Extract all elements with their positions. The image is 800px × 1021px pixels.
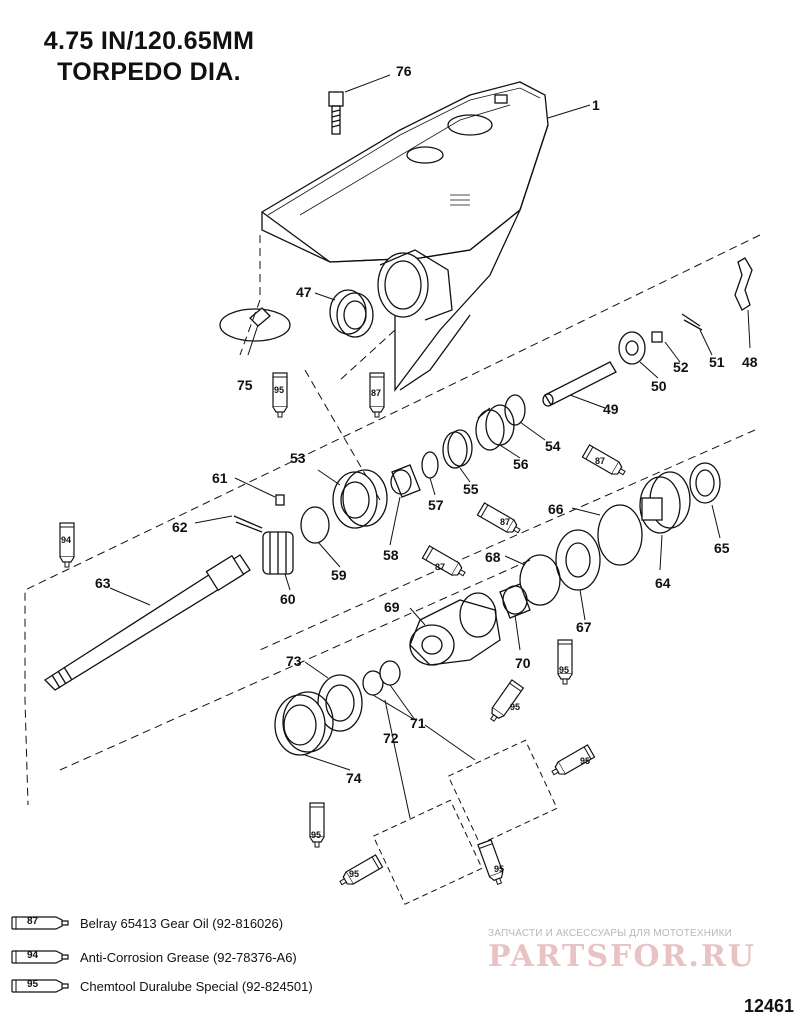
part-label: 75 xyxy=(237,377,253,393)
shim-54 xyxy=(504,394,526,426)
part-label: 51 xyxy=(709,354,725,370)
legend-code: 87 xyxy=(27,916,39,927)
part-label: 61 xyxy=(212,470,228,486)
part-label: 59 xyxy=(331,567,347,583)
seal-47 xyxy=(329,289,374,338)
tube-label: 95 xyxy=(510,702,520,712)
cotter-pin-51 xyxy=(681,313,703,331)
part-label: 73 xyxy=(286,653,302,669)
part-label: 64 xyxy=(655,575,671,591)
pin-52 xyxy=(651,331,663,343)
watermark-brand: PARTSFOR.RU xyxy=(488,939,756,974)
bearing-71 xyxy=(362,660,401,696)
tube-label: 95 xyxy=(274,385,284,395)
bearing-carrier-69 xyxy=(409,592,501,666)
bearing-cup-65 xyxy=(689,462,721,504)
washer-59 xyxy=(300,506,330,544)
tube-label: 95 xyxy=(311,830,321,840)
trim-tab-75 xyxy=(219,307,291,342)
tube-label: 87 xyxy=(371,388,381,398)
tube-icon: 94 xyxy=(10,949,72,965)
watermark: ЗАПЧАСТИ И АКСЕССУАРЫ ДЛЯ МОТОТЕХНИКИ PA… xyxy=(488,928,788,974)
tube-icon: 95 xyxy=(10,978,72,994)
part-label: 58 xyxy=(383,547,399,563)
propeller-shaft-63 xyxy=(43,554,251,691)
tube-label: 87 xyxy=(500,517,510,527)
legend-row-87: 87 Belray 65413 Gear Oil (92-816026) xyxy=(10,913,283,933)
part-label: 66 xyxy=(548,501,564,517)
tube-label: 87 xyxy=(595,456,605,466)
tube-label: 95 xyxy=(559,665,569,675)
tube-label: 95 xyxy=(494,864,504,874)
bearing-67 xyxy=(555,529,601,591)
tab-washer-73 xyxy=(317,674,363,732)
o-ring-68 xyxy=(519,554,561,606)
o-ring-66 xyxy=(597,504,643,566)
gear-housing xyxy=(261,81,549,392)
part-label: 67 xyxy=(576,619,592,635)
legend-text: Anti-Corrosion Grease (92-78376-A6) xyxy=(80,949,297,965)
collar-50 xyxy=(618,331,646,365)
part-label: 48 xyxy=(742,354,758,370)
pin-61 xyxy=(275,494,285,506)
pinion-gear-53 xyxy=(332,469,388,529)
legend-row-95: 95 Chemtool Duralube Special (92-824501) xyxy=(10,976,313,996)
tube-label: 94 xyxy=(61,535,71,545)
part-label: 68 xyxy=(485,549,501,565)
part-label: 49 xyxy=(603,401,619,417)
bearing-55 xyxy=(442,429,473,469)
part-label: 72 xyxy=(383,730,399,746)
bolt-76 xyxy=(328,91,344,135)
tube-label: 87 xyxy=(435,562,445,572)
part-label: 57 xyxy=(428,497,444,513)
part-label: 47 xyxy=(296,284,312,300)
legend-text: Belray 65413 Gear Oil (92-816026) xyxy=(80,915,284,931)
part-number-labels: 1 76 47 75 53 61 62 63 60 59 58 57 55 56… xyxy=(95,63,758,786)
tube-label: 95 xyxy=(349,869,359,879)
part-label: 54 xyxy=(545,438,561,454)
bearing-cup-56 xyxy=(475,404,515,451)
part-label: 71 xyxy=(410,715,426,731)
part-label: 76 xyxy=(396,63,412,79)
title-line-1: 4.75 IN/120.65MM xyxy=(43,27,255,55)
clutch-60 xyxy=(262,531,294,575)
part-label: 63 xyxy=(95,575,111,591)
part-label: 52 xyxy=(673,359,689,375)
legend-code: 95 xyxy=(27,979,39,990)
part-label: 65 xyxy=(714,540,730,556)
title-line-2: TORPEDO DIA. xyxy=(57,58,241,86)
diagram-title: 4.75 IN/120.65MM TORPEDO DIA. xyxy=(34,26,264,88)
part-label: 69 xyxy=(384,599,400,615)
part-label: 56 xyxy=(513,456,529,472)
part-label: 74 xyxy=(346,770,362,786)
part-label: 55 xyxy=(463,481,479,497)
cross-pin-62 xyxy=(233,515,263,533)
watermark-tagline: ЗАПЧАСТИ И АКСЕССУАРЫ ДЛЯ МОТОТЕХНИКИ xyxy=(488,928,733,939)
legend-code: 94 xyxy=(27,950,39,961)
shaft-49 xyxy=(542,361,617,407)
bearing-58 xyxy=(390,464,421,498)
reverse-gear-64 xyxy=(639,471,691,534)
tube-icon: 87 xyxy=(10,915,72,931)
clip-48 xyxy=(734,257,753,311)
part-label: 62 xyxy=(172,519,188,535)
legend-row-94: 94 Anti-Corrosion Grease (92-78376-A6) xyxy=(10,947,297,967)
reference-id: 12461 xyxy=(743,996,794,1016)
part-label: 50 xyxy=(651,378,667,394)
part-label: 60 xyxy=(280,591,296,607)
tube-label: 95 xyxy=(580,756,590,766)
part-label: 70 xyxy=(515,655,531,671)
part-label: 53 xyxy=(290,450,306,466)
retainer-57 xyxy=(421,451,439,479)
cover-nut-74 xyxy=(274,691,334,756)
legend-text: Chemtool Duralube Special (92-824501) xyxy=(80,978,313,994)
part-label: 1 xyxy=(592,97,600,113)
needle-bearing-70 xyxy=(499,583,531,619)
